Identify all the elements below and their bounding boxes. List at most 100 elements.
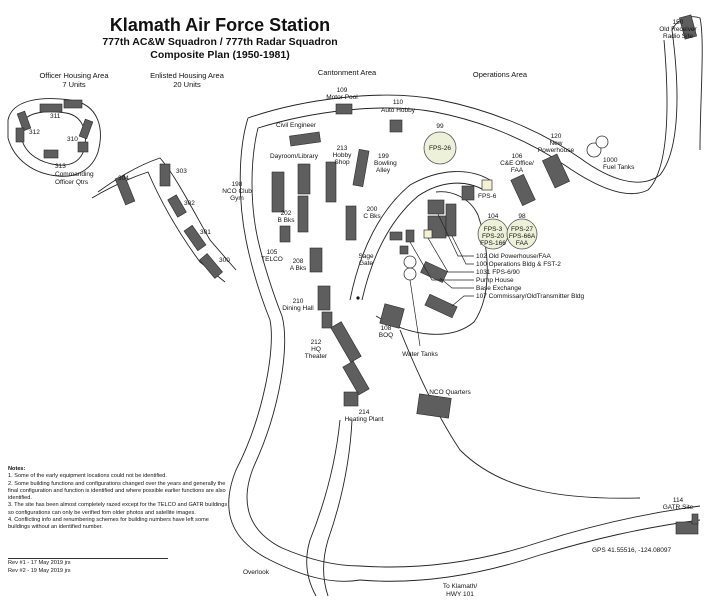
road-gatr-outer bbox=[359, 519, 701, 582]
label-313-line2: Commanding bbox=[55, 171, 94, 178]
building-304 bbox=[114, 174, 136, 206]
map-subtitle-plan: Composite Plan (1950-1981) bbox=[150, 49, 290, 61]
label-overlook: Overlook bbox=[243, 569, 270, 576]
officer-housing-units: 7 Units bbox=[62, 80, 86, 89]
building-213 bbox=[325, 161, 337, 203]
building-102 bbox=[427, 199, 445, 215]
leader-100 bbox=[451, 235, 474, 265]
building-200 bbox=[345, 205, 357, 241]
revision-2: Rev #2 - 19 May 2019 jrs bbox=[8, 567, 71, 574]
map-title: Klamath Air Force Station bbox=[109, 15, 331, 35]
label-212-number: 212 bbox=[311, 339, 322, 346]
revision-block: Rev #1 - 17 May 2019 jrs Rev #2 - 19 May… bbox=[8, 558, 168, 575]
label-sage-line1: Sage bbox=[358, 253, 374, 260]
label-109-name: Motor Pool bbox=[326, 94, 358, 101]
label-213-line3: Shop bbox=[334, 159, 350, 166]
label-303: 303 bbox=[176, 168, 187, 175]
label-dayroom: Dayroom/Library bbox=[270, 153, 319, 160]
leader-exchange bbox=[439, 277, 474, 289]
building-303 bbox=[159, 163, 171, 187]
operations-buildings bbox=[403, 14, 699, 535]
building-114 bbox=[675, 521, 699, 535]
radome-98 bbox=[506, 218, 538, 250]
callout-107: 107 Commissary/OldTransmitter Bldg bbox=[476, 293, 585, 300]
label-301: 301 bbox=[200, 229, 211, 236]
label-108-number: 108 bbox=[381, 325, 392, 332]
label-klamath-line2: HWY 101 bbox=[446, 591, 474, 598]
label-nco-quarters: NCO Quarters bbox=[429, 389, 471, 396]
building-312a bbox=[16, 110, 32, 132]
label-150-line2: Old Receiver bbox=[659, 26, 697, 33]
label-213-line2: Hobby bbox=[333, 152, 353, 159]
label-198-line3: Gym bbox=[230, 195, 244, 202]
building-fps6-base bbox=[461, 185, 475, 201]
leader-water-tanks bbox=[409, 279, 421, 347]
callout-pump-house: Pump House bbox=[476, 277, 514, 284]
label-202-name: B Bks bbox=[278, 217, 296, 224]
building-1031 bbox=[423, 229, 433, 239]
label-1000-number: 1000 bbox=[603, 157, 618, 164]
label-114-number: 114 bbox=[673, 497, 684, 504]
building-311a bbox=[39, 103, 63, 113]
building-210 bbox=[317, 285, 331, 311]
building-pump-house bbox=[405, 229, 415, 243]
building-150 bbox=[678, 14, 698, 40]
note-2: 2. Some building functions and configura… bbox=[8, 480, 226, 502]
label-214-number: 214 bbox=[359, 409, 370, 416]
building-199 bbox=[352, 149, 370, 187]
building-dayroom bbox=[297, 163, 311, 195]
label-104-line2: FPS-20 bbox=[482, 233, 504, 240]
road-ops-loop-outer bbox=[349, 171, 491, 301]
label-99: 99 bbox=[436, 123, 444, 130]
label-199-line3: Alley bbox=[376, 167, 391, 174]
building-110 bbox=[389, 119, 403, 133]
label-213-number: 213 bbox=[337, 145, 348, 152]
building-105 bbox=[279, 225, 291, 243]
water-tank-1 bbox=[403, 255, 417, 269]
building-108 bbox=[379, 303, 405, 329]
cantonment-buildings bbox=[271, 103, 452, 419]
building-212b bbox=[342, 360, 370, 396]
leader-102 bbox=[437, 213, 474, 257]
fuel-tank-2 bbox=[595, 135, 609, 149]
officer-housing-heading: Officer Housing Area bbox=[39, 71, 109, 80]
label-106-line3: FAA bbox=[511, 167, 524, 174]
enlisted-housing-units: 20 Units bbox=[173, 80, 201, 89]
building-109 bbox=[335, 103, 353, 115]
label-98-line3: FAA bbox=[516, 240, 529, 247]
label-313-number: 313 bbox=[55, 163, 66, 170]
building-311b bbox=[63, 99, 83, 109]
road-officer-loop-outer bbox=[7, 98, 101, 177]
label-98-line2: FPS-66A bbox=[509, 233, 536, 240]
label-104-line1: FPS-3 bbox=[484, 226, 503, 233]
label-104: 104 bbox=[488, 213, 499, 220]
road-west-trunk-inner bbox=[246, 127, 361, 567]
building-310a bbox=[78, 118, 94, 140]
operations-heading: Operations Area bbox=[473, 70, 528, 79]
callout-100: 100 Operations Bldg & FST-2 bbox=[476, 261, 561, 268]
label-310: 310 bbox=[67, 136, 78, 143]
label-fps6: FPS-6 bbox=[478, 193, 497, 200]
label-208-number: 208 bbox=[293, 258, 304, 265]
building-301 bbox=[183, 224, 207, 252]
building-214 bbox=[343, 391, 359, 407]
label-klamath-line1: To Klamath/ bbox=[443, 583, 478, 590]
road-south-1 bbox=[306, 419, 341, 597]
label-106-number: 106 bbox=[512, 153, 523, 160]
label-120-number: 120 bbox=[551, 133, 562, 140]
cantonment-heading: Cantonment Area bbox=[318, 68, 377, 77]
label-311: 311 bbox=[50, 113, 61, 120]
building-base-exchange bbox=[420, 261, 448, 283]
building-208 bbox=[309, 247, 323, 273]
label-1000-name: Fuel Tanks bbox=[603, 164, 635, 171]
note-3: 3. The site has been almost completely r… bbox=[8, 502, 228, 516]
label-200-name: C Bks bbox=[363, 213, 381, 220]
label-106-line2: C&E Office/ bbox=[500, 160, 534, 167]
label-302: 302 bbox=[184, 200, 195, 207]
callout-1031: 1031 FPS-6/90 bbox=[476, 269, 520, 276]
building-106 bbox=[510, 173, 536, 207]
label-304: 304 bbox=[118, 175, 129, 182]
road-network bbox=[7, 16, 703, 597]
label-200-number: 200 bbox=[367, 206, 378, 213]
radome-fps26 bbox=[423, 131, 457, 165]
